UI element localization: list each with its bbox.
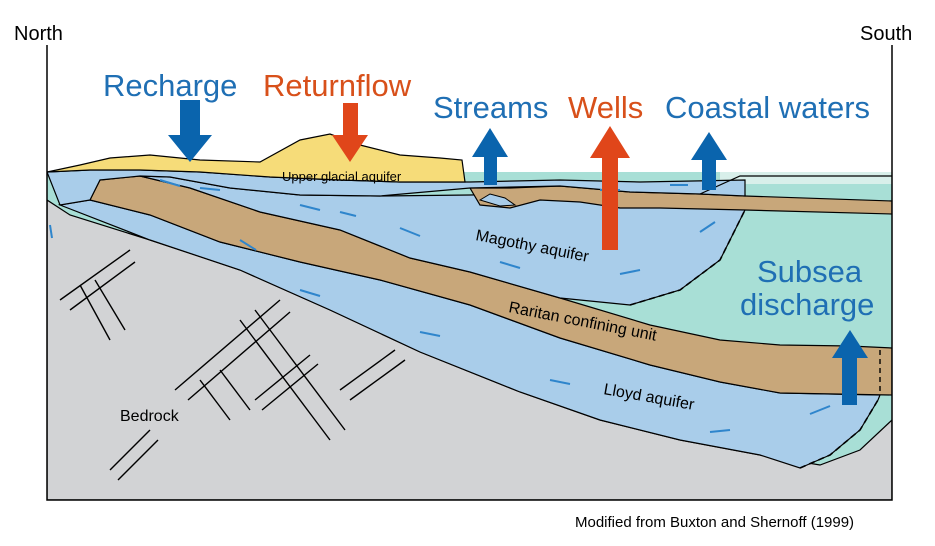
section-frame <box>46 45 893 501</box>
streams-label: Streams <box>433 90 548 125</box>
upper-glacial-label: Upper glacial aquifer <box>282 169 402 184</box>
bedrock-fractures <box>59 249 406 481</box>
north-label: North <box>14 23 63 45</box>
returnflow-label: Returnflow <box>263 68 412 103</box>
subsea-label-line2: discharge <box>740 287 874 322</box>
recharge-arrow <box>168 100 212 162</box>
lloyd-interface <box>799 399 879 469</box>
groundwater-flow-arrows <box>49 179 831 433</box>
recharge-label: Recharge <box>103 68 237 103</box>
coastal-waters-arrow <box>691 132 727 190</box>
streams-arrow <box>472 128 508 185</box>
sea-surface-band <box>720 172 892 184</box>
source-credit: Modified from Buxton and Shernoff (1999) <box>575 514 854 531</box>
stream-channel <box>478 193 517 207</box>
bedrock-label: Bedrock <box>120 408 180 425</box>
wells-arrow <box>590 126 630 250</box>
wells-label: Wells <box>568 90 643 125</box>
returnflow-arrow <box>332 103 368 162</box>
magothy-interface <box>629 209 746 306</box>
coastal-waters-label: Coastal waters <box>665 90 870 125</box>
subsea-label-line1: Subsea <box>757 254 863 289</box>
south-label: South <box>860 23 912 45</box>
subsea-discharge-arrow <box>832 330 868 405</box>
